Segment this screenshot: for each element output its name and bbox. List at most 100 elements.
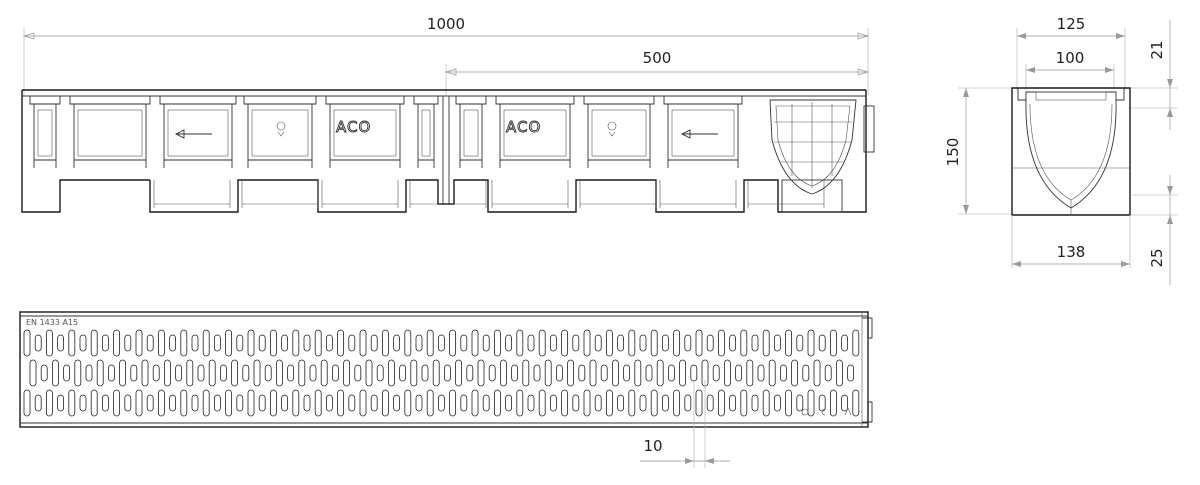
base-height-label: 25	[1148, 248, 1166, 267]
grate-slot	[303, 394, 311, 412]
grate-slot	[578, 364, 586, 382]
channel-leg-detail	[321, 180, 399, 208]
grate-slot	[119, 359, 126, 387]
grate-slot	[449, 389, 457, 417]
grate-slot	[774, 334, 781, 352]
grate-slot	[533, 364, 541, 382]
grate-slot	[79, 334, 87, 352]
grate-slot	[359, 389, 367, 417]
grate-slot	[807, 329, 815, 357]
grate-slot	[830, 389, 837, 417]
grate-slot	[762, 389, 770, 417]
recycle-icon	[276, 121, 286, 137]
grate-slot	[135, 389, 143, 417]
grate-slot	[561, 389, 568, 417]
grate-slot	[572, 334, 580, 352]
grate-slot	[287, 364, 295, 382]
channel-window	[77, 109, 143, 157]
grate-slot	[712, 364, 720, 382]
grate-slot	[108, 364, 115, 382]
grate-slot	[34, 394, 42, 412]
grate-slot	[813, 359, 821, 387]
grate-slot	[556, 364, 563, 382]
grate-slot	[516, 329, 524, 357]
grate-slot	[662, 334, 669, 352]
channel-window	[591, 109, 647, 157]
grate-slot	[281, 394, 289, 412]
grate-slot	[538, 389, 546, 417]
grate-slot	[68, 329, 76, 357]
grate-slot	[370, 334, 378, 352]
grate-slot	[679, 359, 686, 387]
grate-slot	[550, 334, 557, 352]
dimension-grate-depth: 21	[1128, 20, 1178, 130]
grate-slot	[57, 334, 64, 352]
grate-slot	[718, 329, 725, 357]
grate-slot	[169, 334, 177, 352]
grate-slot	[751, 394, 759, 412]
grate-slot	[673, 329, 680, 357]
grate-slot	[415, 394, 423, 412]
grate-slot	[695, 389, 703, 417]
channel-rib	[663, 96, 743, 168]
grate-slot	[852, 389, 860, 417]
grate-slot	[79, 394, 87, 412]
grate-slot	[527, 394, 535, 412]
grate-slot	[796, 334, 804, 352]
grate-slot	[460, 394, 468, 412]
channel-ribs	[29, 96, 825, 208]
grate-slot	[757, 364, 765, 382]
grate-slot	[516, 389, 524, 417]
end-cap-grid	[769, 99, 857, 213]
grate-slot	[594, 334, 602, 352]
grate-slot	[242, 364, 250, 382]
grate-slot	[275, 359, 283, 387]
grate-slot	[567, 359, 574, 387]
grate-slot	[23, 329, 31, 357]
grate-slot	[393, 334, 401, 352]
grate-slot	[668, 364, 675, 382]
grate-slots	[23, 329, 860, 417]
grate-slot	[662, 394, 669, 412]
grate-slot	[639, 334, 647, 352]
grate-slot	[387, 359, 395, 387]
flow-arrow-left	[174, 129, 212, 139]
grate-slot	[399, 364, 407, 382]
grate-slot	[421, 364, 429, 382]
base-width-label: 138	[1057, 243, 1086, 261]
grate-slot	[762, 329, 770, 357]
grate-slot	[191, 394, 199, 412]
flow-arrow-right	[680, 129, 718, 139]
grate-slot	[432, 359, 440, 387]
brand-logo-left: ACO	[336, 118, 371, 136]
grate-slot	[594, 394, 602, 412]
grate-slot	[690, 364, 698, 382]
grate-slot	[511, 364, 519, 382]
grate-slot	[841, 394, 848, 412]
grate-depth-label: 21	[1148, 40, 1166, 59]
grate-slot	[180, 389, 188, 417]
grate-slot	[197, 364, 205, 382]
grate-slot	[410, 359, 418, 387]
grate-slot	[706, 394, 714, 412]
grate-slot	[443, 364, 451, 382]
grate-slot	[437, 334, 445, 352]
grate-slot	[191, 334, 199, 352]
grate-slot	[460, 334, 468, 352]
grate-slot	[634, 359, 642, 387]
grate-slot	[673, 389, 680, 417]
half-length-label: 500	[643, 49, 672, 67]
grate-slot	[415, 334, 423, 352]
slot-width-label: 10	[643, 437, 662, 455]
channel-window	[251, 109, 309, 157]
grate-slot	[281, 334, 289, 352]
channel-rib	[583, 96, 655, 168]
dimension-base-width: 138	[1011, 215, 1131, 268]
grate-slot	[46, 329, 53, 357]
grate-slot	[628, 389, 636, 417]
grate-slot	[561, 329, 568, 357]
channel-rib	[455, 96, 487, 168]
grate-slot	[152, 364, 160, 382]
grate-slot	[208, 359, 216, 387]
grate-slot	[645, 364, 653, 382]
